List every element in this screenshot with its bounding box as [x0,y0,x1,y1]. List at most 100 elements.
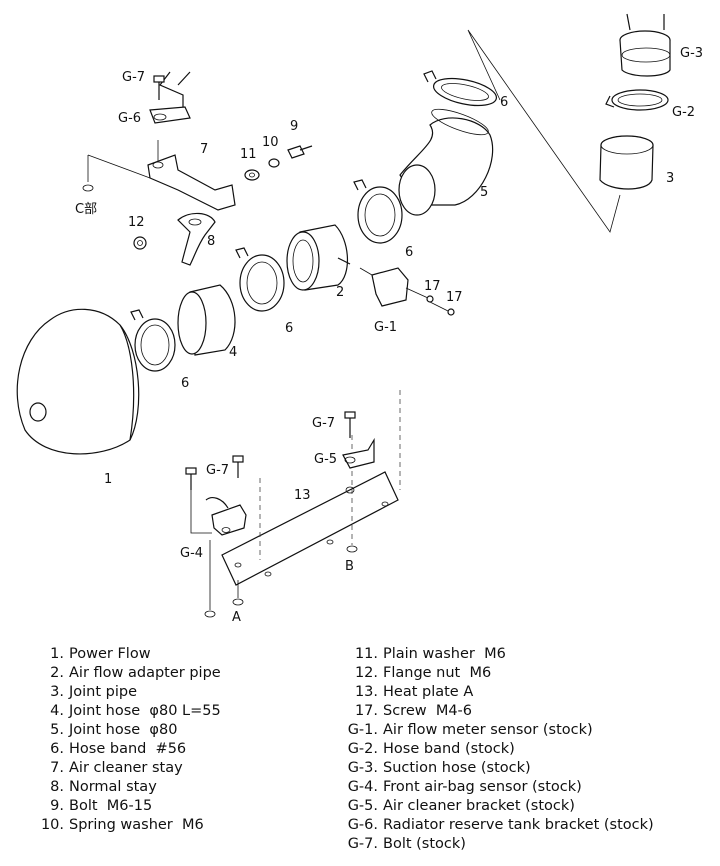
legend-number: 13. [354,684,378,700]
legend-number: G-4. [347,779,378,795]
legend-number: G-6. [347,817,378,833]
label-g6: G-6 [118,111,141,126]
label-6a: 6 [500,95,508,110]
g7-bolt-right [344,411,356,438]
part-9-bolt [287,145,313,159]
label-8: 8 [207,234,215,249]
connection-line-top-right [467,29,621,233]
part-12-flange-nut [133,236,147,250]
label-point-b: B [345,559,354,574]
legend-item-13: 13. Heat plate A [338,683,654,702]
label-5: 5 [480,185,488,200]
legend-item-2: 2. Air flow adapter pipe [36,664,221,683]
label-c-part: C部 [75,202,97,217]
g4-front-air-bag-sensor [205,497,247,536]
label-g1: G-1 [374,320,397,335]
legend-number: 1. [50,646,64,662]
legend-item-10: 10. Spring washer M6 [36,816,221,835]
point-a-hole [232,598,244,606]
g1-air-flow-meter-sensor [359,267,455,316]
legend-text: Joint pipe [69,684,138,700]
legend-text: Screw M4-6 [383,703,473,719]
g6-radiator-reserve-tank-bracket [149,71,191,124]
part-5-joint-hose-elbow [398,108,494,216]
label-17b: 17 [446,290,463,305]
part-6-hose-band-lower [130,309,176,372]
label-g7-right: G-7 [312,416,335,431]
label-13: 13 [294,488,311,503]
legend-number: 10. [40,817,64,833]
parts-legend-right: 11. Plain washer M6 12. Flange nut M6 13. H… [338,645,654,854]
legend-text: Air flow adapter pipe [69,665,221,681]
point-b-hole [346,545,358,553]
label-3: 3 [666,171,674,186]
legend-item-4: 4. Joint hose φ80 L=55 [36,702,221,721]
legend-text: Hose band #56 [69,741,187,757]
label-1: 1 [104,472,112,487]
g5-air-cleaner-bracket [342,437,375,469]
g4-hole [204,610,216,618]
legend-number: 2. [50,665,64,681]
legend-item-g1: G-1. Air flow meter sensor (stock) [338,721,654,740]
g7-bolt-lower-left [185,467,197,490]
legend-number: G-5. [347,798,378,814]
part-6-hose-band-upper [353,179,403,244]
legend-text: Plain washer M6 [383,646,506,662]
label-2: 2 [336,285,344,300]
legend-item-17: 17. Screw M4-6 [338,702,654,721]
legend-number: 4. [50,703,64,719]
legend-text: Bolt M6-15 [69,798,153,814]
leader-g4 [190,490,212,534]
legend-text: Flange nut M6 [383,665,492,681]
part-13-heat-plate-a [221,471,399,586]
legend-text: Joint hose φ80 L=55 [69,703,221,719]
legend-item-5: 5.Joint hose φ80 [36,721,221,740]
g3-suction-hose [619,13,671,77]
legend-text: Hose band (stock) [383,741,515,757]
legend-number: G-3. [347,760,378,776]
legend-number: 3. [50,684,64,700]
part-1-power-flow [16,308,140,455]
legend-item-g5: G-5. Air cleaner bracket (stock) [338,797,654,816]
legend-text: Normal stay [69,779,157,795]
legend-text: Air flow meter sensor (stock) [383,722,593,738]
c-part-hole [82,184,94,192]
legend-number: 17. [354,703,378,719]
legend-item-11: 11. Plain washer M6 [338,645,654,664]
legend-item-g7: G-7.Bolt (stock) [338,835,654,854]
parts-legend-left: 1.Power Flow 2.Air flow adapter pipe 3.J… [36,645,221,835]
legend-item-g4: G-4.Front air-bag sensor (stock) [338,778,654,797]
legend-number: G-1. [347,722,378,738]
label-6c: 6 [285,321,293,336]
legend-text: Spring washer M6 [69,817,204,833]
label-g5: G-5 [314,452,337,467]
label-9: 9 [290,119,298,134]
legend-number: G-2. [347,741,378,757]
legend-text: Heat plate A [383,684,474,700]
legend-item-8: 8.Normal stay [36,778,221,797]
legend-item-g3: G-3.Suction hose (stock) [338,759,654,778]
legend-number: 9. [50,798,64,814]
part-4-joint-hose [177,284,236,356]
legend-item-12: 12. Flange nut M6 [338,664,654,683]
legend-text: Joint hose φ80 [69,722,178,738]
legend-number: 12. [354,665,378,681]
label-g7-upper: G-7 [122,70,145,85]
label-12: 12 [128,215,145,230]
part-11-plain-washer [244,169,260,181]
label-6d: 6 [181,376,189,391]
legend-item-g2: G-2. Hose band (stock) [338,740,654,759]
label-10: 10 [262,135,279,150]
legend-text: Air cleaner stay [69,760,183,776]
label-11: 11 [240,147,257,162]
legend-number: 11. [354,646,378,662]
part-6-hose-band-top [423,70,498,107]
legend-text: Air cleaner bracket (stock) [383,798,575,814]
part-3-joint-pipe [599,135,654,190]
legend-text: Bolt (stock) [383,836,466,852]
part-10-spring-washer [268,158,280,168]
part-7-air-cleaner-stay [147,140,236,211]
legend-item-g6: G-6.Radiator reserve tank bracket (stock… [338,816,654,835]
label-7: 7 [200,142,208,157]
g7-bolt-lower-middle [232,455,244,478]
